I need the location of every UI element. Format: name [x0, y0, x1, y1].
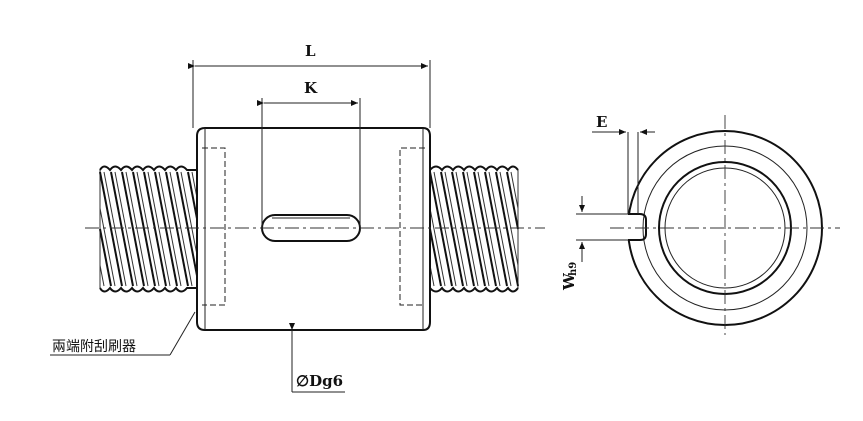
thread-line [495, 171, 519, 287]
screw-left [99, 165, 198, 293]
thread-line [154, 171, 178, 287]
nut-body [196, 127, 431, 331]
thread-line [484, 171, 508, 287]
thread-line [466, 171, 490, 287]
thread-line [477, 171, 501, 287]
end-view [610, 115, 840, 335]
dimension-l: L [188, 42, 431, 128]
wiper-note: 兩端附刮刷器 [50, 311, 196, 356]
thread-line [440, 171, 464, 287]
thread-line [499, 171, 519, 266]
thread-line [429, 171, 453, 287]
thread-line [121, 171, 145, 287]
thread-line [103, 171, 127, 287]
thread-line [451, 171, 475, 287]
thread-line [510, 171, 519, 209]
thread-line [455, 171, 479, 287]
thread-line [136, 171, 160, 287]
thread-line [99, 265, 105, 287]
thread-line [114, 171, 138, 287]
thread-line [180, 171, 198, 256]
thread-line [429, 228, 442, 287]
label-l: L [305, 42, 316, 60]
dimension-e: E [592, 113, 655, 214]
label-e: E [596, 113, 607, 131]
thread-line [433, 171, 457, 287]
dimension-k: K [257, 79, 361, 228]
thread-line [473, 171, 497, 287]
thread-line [99, 228, 112, 287]
thread-line [429, 208, 446, 287]
screw-right [429, 165, 519, 293]
thread-line [462, 171, 486, 287]
thread-line [158, 171, 182, 287]
label-w-tolerance: h9 [568, 262, 579, 276]
label-k: K [304, 79, 318, 97]
thread-line [99, 208, 116, 287]
label-diameter: ∅Dg6 [296, 372, 343, 390]
thread-line [187, 171, 198, 219]
thread-line [125, 171, 149, 287]
dimension-w: W h9 [560, 196, 628, 291]
thread-line [143, 171, 167, 287]
thread-line [169, 171, 193, 287]
thread-line [488, 171, 512, 287]
thread-line [506, 171, 519, 230]
thread-line [110, 171, 134, 287]
thread-line [165, 171, 189, 287]
thread-line [444, 171, 468, 287]
thread-line [132, 171, 156, 287]
label-wiper-note: 兩端附刮刷器 [52, 339, 136, 355]
label-w: W [560, 272, 578, 291]
dimension-diameter: ∅Dg6 [289, 323, 345, 393]
thread-line [147, 171, 171, 287]
thread-line [99, 171, 123, 287]
thread-line [176, 171, 198, 276]
